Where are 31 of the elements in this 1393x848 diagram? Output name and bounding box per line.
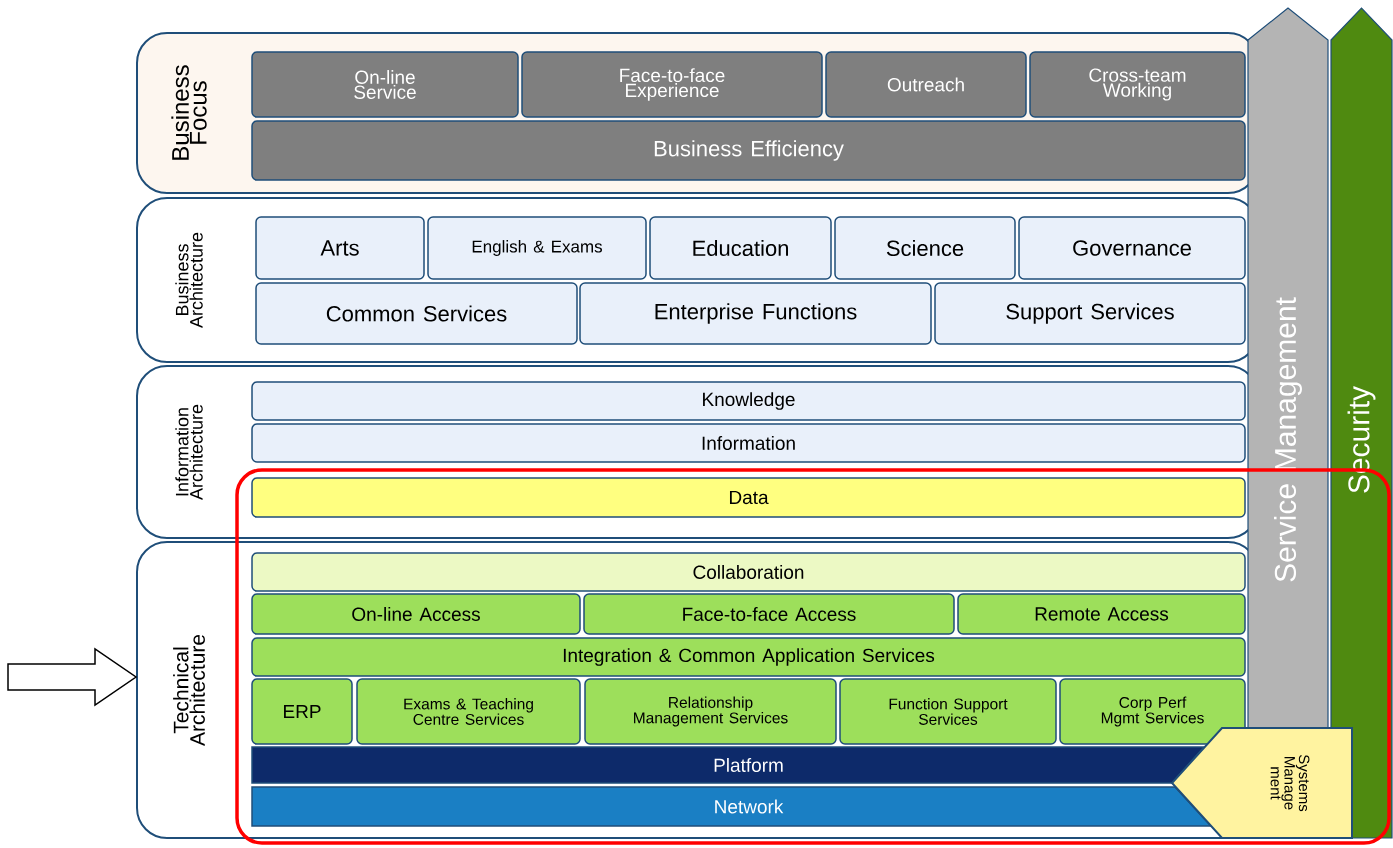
layer-bar: Platform xyxy=(251,746,1206,784)
capability-box: Information xyxy=(251,423,1246,463)
capability-box: Science xyxy=(834,216,1016,280)
service-box: On-line Access xyxy=(251,593,581,635)
focus-box: Face-to-face Experience xyxy=(521,51,823,118)
capability-box: Education xyxy=(649,216,832,280)
service-box: Corp Perf Mgmt Services xyxy=(1059,678,1246,745)
capability-box: Governance xyxy=(1018,216,1246,280)
capability-box: Knowledge xyxy=(251,381,1246,421)
focus-box: Outreach xyxy=(825,51,1027,118)
capability-box: Common Services xyxy=(255,282,578,345)
service-box: Relationship Management Services xyxy=(584,678,837,745)
service-box: Integration & Common Application Services xyxy=(251,637,1246,677)
capability-box: Arts xyxy=(255,216,425,280)
service-box: Face-to-face Access xyxy=(583,593,955,635)
layer-bar: Collaboration xyxy=(251,552,1246,592)
service-box: Function Support Services xyxy=(839,678,1057,745)
service-box: Exams & Teaching Centre Services xyxy=(356,678,581,745)
systems-tag: Systems Manage ment xyxy=(1170,727,1353,839)
layer-bar: Data xyxy=(251,477,1246,518)
pointed-band: Security xyxy=(1330,7,1393,839)
focus-box: Business Efficiency xyxy=(251,120,1246,181)
service-box: Remote Access xyxy=(957,593,1246,635)
capability-box: English & Exams xyxy=(427,216,647,280)
focus-box: On-line Service xyxy=(251,51,519,118)
service-box: ERP xyxy=(251,678,353,745)
focus-box: Cross-team Working xyxy=(1029,51,1246,118)
block-arrow xyxy=(7,647,138,707)
capability-box: Enterprise Functions xyxy=(579,282,932,345)
layer-bar: Network xyxy=(251,786,1213,827)
capability-box: Support Services xyxy=(934,282,1246,345)
